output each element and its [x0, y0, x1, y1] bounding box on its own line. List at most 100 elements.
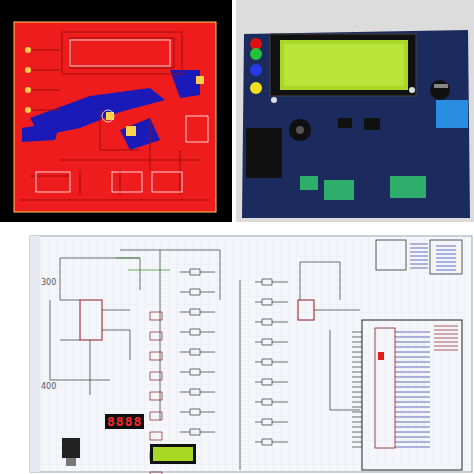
- wire: [395, 417, 430, 418]
- wire: [352, 422, 362, 423]
- schematic-grid: [30, 236, 472, 472]
- wire: [434, 350, 458, 351]
- wire: [120, 250, 220, 420]
- wire: [410, 252, 428, 253]
- ruler-number: 400: [41, 382, 56, 391]
- wire: [255, 439, 288, 445]
- wire: [352, 362, 362, 363]
- traces: [20, 32, 210, 200]
- wire: [434, 338, 458, 339]
- wire: [395, 367, 430, 368]
- wire: [395, 412, 430, 413]
- wire: [434, 330, 458, 331]
- leds: [250, 38, 262, 94]
- wire: [255, 379, 288, 385]
- wire: [395, 407, 430, 408]
- wire: [352, 427, 362, 428]
- wire: [410, 244, 428, 245]
- wire: [395, 422, 430, 423]
- wire: [352, 442, 362, 443]
- wire: [395, 337, 430, 338]
- wire: [300, 262, 360, 310]
- wire: [180, 269, 215, 275]
- wire: [395, 392, 430, 393]
- wire: [395, 447, 430, 448]
- wire: [180, 349, 215, 355]
- wire: [395, 432, 430, 433]
- wire: [150, 392, 162, 400]
- wire: [395, 362, 430, 363]
- seven-segment-display: 8888: [105, 414, 144, 429]
- wire: [150, 312, 162, 320]
- wire: [352, 342, 362, 343]
- wire: [436, 254, 456, 255]
- wire: [150, 432, 162, 440]
- wire: [150, 412, 162, 420]
- wire: [352, 392, 362, 393]
- wire: [255, 419, 288, 425]
- wire: [352, 432, 362, 433]
- wire: [180, 309, 215, 315]
- wire: [255, 319, 288, 325]
- render-ground: [236, 0, 474, 222]
- wire: [352, 357, 362, 358]
- wire: [255, 399, 288, 405]
- wire: [180, 389, 215, 395]
- wire: [395, 397, 430, 398]
- wire: [395, 402, 430, 403]
- pads: [25, 47, 204, 136]
- wire: [352, 377, 362, 378]
- wire: [352, 412, 362, 413]
- wire: [410, 264, 428, 265]
- wire: [352, 407, 362, 408]
- wire: [352, 372, 362, 373]
- layout-ground: [0, 0, 232, 222]
- wire: [150, 472, 162, 474]
- wire: [434, 342, 458, 343]
- schematic-parts: [62, 240, 462, 470]
- wire: [150, 352, 162, 360]
- wire: [352, 387, 362, 388]
- wire: [180, 409, 215, 415]
- board-3d: [242, 30, 470, 218]
- wire: [436, 258, 456, 259]
- wire: [116, 258, 170, 270]
- wire: [352, 397, 362, 398]
- wire: [436, 270, 456, 271]
- wire: [352, 437, 362, 438]
- copper-pour: [14, 22, 216, 212]
- wire: [395, 427, 430, 428]
- parts-3d: [246, 80, 468, 200]
- ruler-number: 300: [41, 278, 56, 287]
- wire: [60, 258, 140, 360]
- lcd-module: [270, 34, 416, 96]
- wire: [410, 248, 428, 249]
- wire: [434, 334, 458, 335]
- wire: [240, 280, 360, 470]
- wire: [352, 347, 362, 348]
- wire: [410, 268, 428, 269]
- wire: [395, 382, 430, 383]
- wire: [352, 402, 362, 403]
- schematic-sheet: [30, 236, 472, 472]
- wire: [395, 437, 430, 438]
- wire: [395, 342, 430, 343]
- wire: [180, 369, 215, 375]
- wire: [395, 387, 430, 388]
- wire: [395, 372, 430, 373]
- wire: [150, 332, 162, 340]
- wire: [150, 372, 162, 380]
- wire: [395, 377, 430, 378]
- wire: [352, 417, 362, 418]
- wire: [436, 250, 456, 251]
- wire: [436, 262, 456, 263]
- wire: [434, 326, 458, 327]
- wire: [434, 346, 458, 347]
- wire: [255, 359, 288, 365]
- wire: [180, 429, 215, 435]
- wire: [410, 260, 428, 261]
- wire: [180, 329, 215, 335]
- wire: [180, 289, 215, 295]
